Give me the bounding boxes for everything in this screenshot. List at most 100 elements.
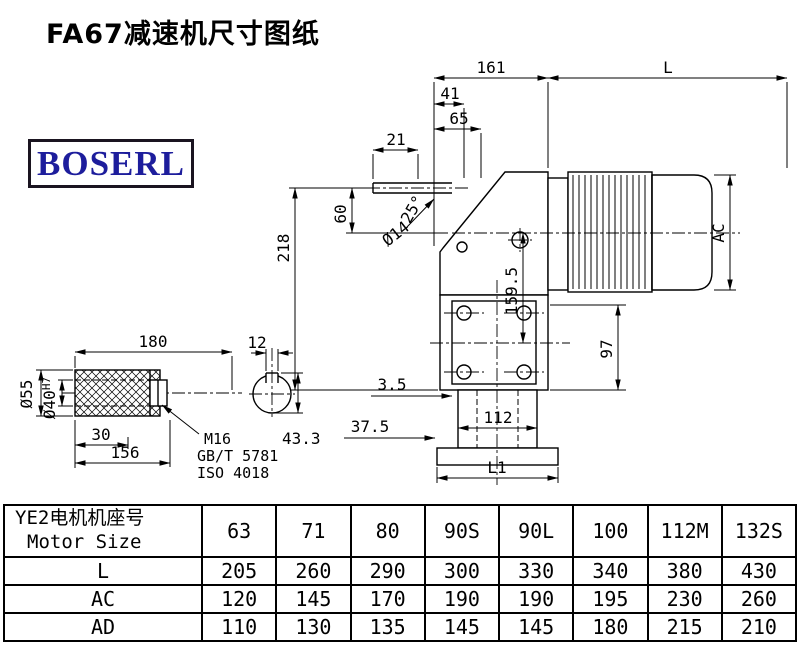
- bottom-flange: [436, 447, 559, 466]
- size-header-cell: 90L: [497, 504, 575, 558]
- page-title: FA67减速机尺寸图纸: [46, 19, 320, 50]
- dim-65-label: 65: [449, 109, 468, 128]
- value-cell: 205: [200, 556, 278, 586]
- dim-156: 156: [74, 420, 171, 467]
- motor-fan-cowl: [651, 174, 713, 291]
- dim-161: 161: [433, 58, 549, 246]
- value-cell: 215: [646, 612, 723, 642]
- logo-text: BOSERL: [37, 143, 185, 183]
- dim-60-label: 60: [331, 204, 350, 223]
- motor-adapter: [547, 177, 569, 291]
- size-header-cell: 71: [275, 504, 352, 558]
- note-iso-4018: ISO 4018: [197, 464, 269, 482]
- bolt-note: M16 GB/T 5781 ISO 4018: [161, 404, 278, 482]
- row-label-cell: AD: [3, 612, 203, 642]
- shaft-detail-view: Ø55 Ø40H7 180 30: [17, 332, 321, 482]
- dim-37-5: 37.5: [344, 417, 436, 441]
- dim-dia55-label: Ø55: [17, 380, 36, 409]
- size-header-cell: 100: [572, 504, 649, 558]
- dim-60: 60: [289, 187, 448, 234]
- vent-hole: [456, 241, 468, 253]
- value-cell: 190: [423, 584, 501, 614]
- dim-218: 218: [274, 187, 438, 391]
- size-header-cell: 90S: [423, 504, 501, 558]
- dim-156-label: 156: [111, 443, 140, 462]
- dim-3-5: 3.5: [371, 375, 453, 399]
- dim-L1: L1: [436, 458, 559, 483]
- gearbox-drawing: 161 L 41 65: [17, 58, 788, 485]
- main-view: 161 L 41 65: [274, 58, 788, 485]
- dim-41: 41: [433, 84, 465, 178]
- value-cell: 130: [275, 612, 352, 642]
- dim-AC-label: AC: [709, 223, 728, 242]
- table-row-AC: AC 120 145 170 190 190 195 230 260: [3, 584, 798, 614]
- dim-159-5-label: 159.5: [502, 267, 521, 315]
- value-cell: 300: [423, 556, 501, 586]
- motor-size-label-en: Motor Size: [27, 531, 142, 553]
- table-row-AD: AD 110 130 135 145 145 180 215 210: [3, 612, 798, 642]
- note-gbt-5781: GB/T 5781: [197, 447, 278, 465]
- value-cell: 170: [349, 584, 426, 614]
- row-label-cell: L: [3, 556, 203, 586]
- value-cell: 210: [720, 612, 798, 642]
- size-header-cell: 132S: [720, 504, 798, 558]
- dim-218-label: 218: [274, 234, 293, 263]
- dim-3-5-label: 3.5: [378, 375, 407, 394]
- dim-dia40-label: Ø40H7: [40, 377, 59, 419]
- size-header-cell: 80: [349, 504, 426, 558]
- dim-43-3: 43.3: [273, 372, 321, 448]
- value-cell: 190: [497, 584, 575, 614]
- dim-97-label: 97: [597, 339, 616, 358]
- value-cell: 290: [349, 556, 426, 586]
- output-cylinder: [457, 389, 538, 449]
- value-cell: 135: [349, 612, 426, 642]
- dim-65: 65: [433, 109, 482, 178]
- value-cell: 430: [720, 556, 798, 586]
- hollow-shaft-section: [74, 369, 161, 417]
- dim-dia55: Ø55: [17, 369, 73, 417]
- dim-L: L: [547, 58, 788, 168]
- value-cell: 330: [497, 556, 575, 586]
- dim-180: 180: [74, 332, 233, 390]
- dim-43-3-label: 43.3: [282, 429, 321, 448]
- dim-41-label: 41: [440, 84, 459, 103]
- dim-30-label: 30: [91, 425, 110, 444]
- dim-180-label: 180: [139, 332, 168, 351]
- motor-size-label-cn: YE2电机机座号: [15, 507, 145, 530]
- dim-AC: AC: [709, 174, 736, 291]
- dim-21: 21: [372, 130, 419, 179]
- dim-30: 30: [74, 420, 129, 468]
- dim-21-label: 21: [386, 130, 405, 149]
- dim-12-label: 12: [247, 333, 266, 352]
- value-cell: 180: [572, 612, 649, 642]
- dim-L1-label: L1: [487, 458, 506, 477]
- value-cell: 120: [200, 584, 278, 614]
- dim-112-label: 112: [484, 408, 513, 427]
- housing-top: [439, 171, 549, 296]
- value-cell: 145: [275, 584, 352, 614]
- row-label-cell: AC: [3, 584, 203, 614]
- dim-37-5-label: 37.5: [351, 417, 390, 436]
- value-cell: 230: [646, 584, 723, 614]
- value-cell: 380: [646, 556, 723, 586]
- dim-161-label: 161: [477, 58, 506, 77]
- value-cell: 145: [497, 612, 575, 642]
- dim-dia40: Ø40H7: [40, 377, 73, 419]
- logo-box: BOSERL: [28, 139, 194, 188]
- value-cell: 260: [720, 584, 798, 614]
- value-cell: 110: [200, 612, 278, 642]
- table-row-L: L 205 260 290 300 330 340 380 430: [3, 556, 798, 586]
- value-cell: 260: [275, 556, 352, 586]
- note-m16: M16: [204, 430, 231, 448]
- dim-L-label: L: [663, 58, 673, 77]
- value-cell: 195: [572, 584, 649, 614]
- motor-fins: [570, 175, 650, 289]
- size-header-cell: 63: [200, 504, 278, 558]
- dim-112: 112: [457, 408, 538, 431]
- value-cell: 340: [572, 556, 649, 586]
- dim-97: 97: [550, 304, 626, 391]
